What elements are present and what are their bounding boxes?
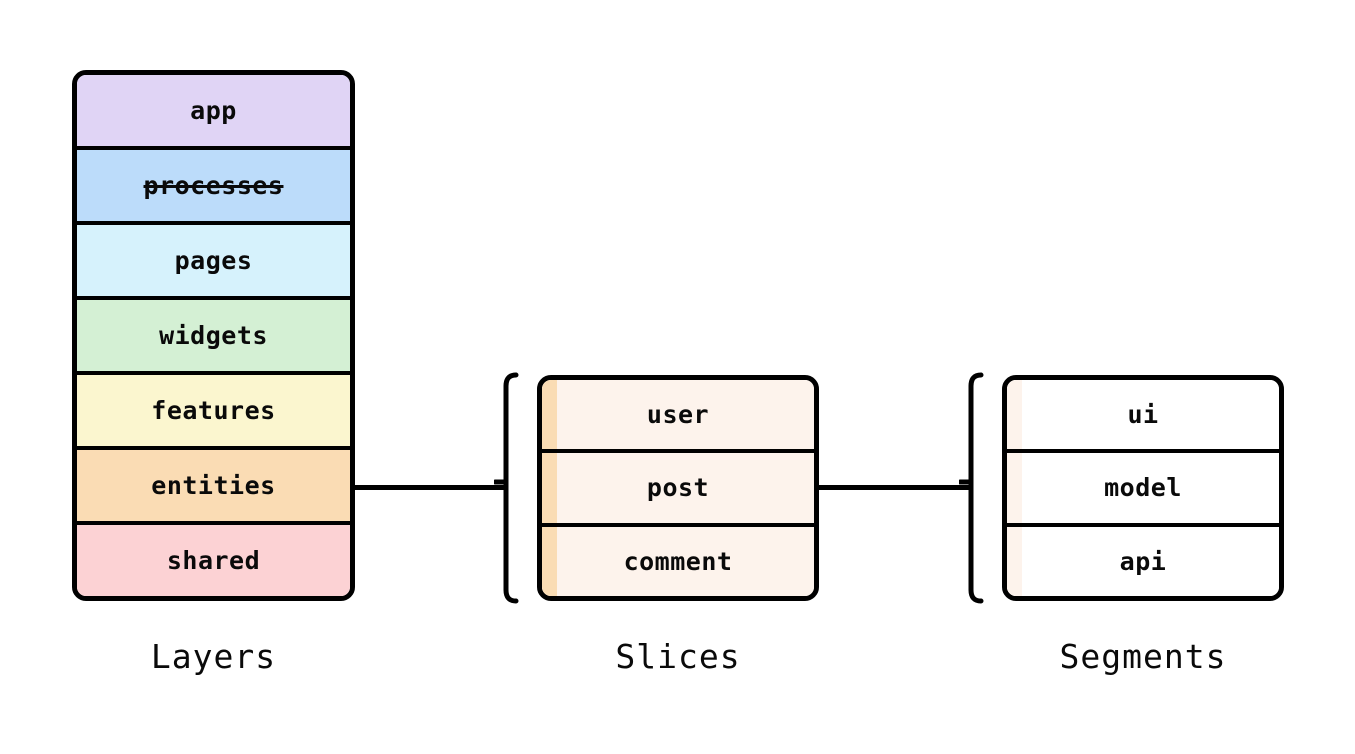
layer-row-entities[interactable]: entities: [77, 450, 350, 525]
slice-accent-stripe: [542, 526, 557, 596]
slice-row-user[interactable]: user: [542, 380, 814, 454]
layer-label-app: app: [190, 96, 237, 125]
layer-row-widgets[interactable]: widgets: [77, 300, 350, 375]
segment-label-ui: ui: [1127, 400, 1159, 430]
slices-stack: user post comment: [537, 375, 819, 601]
segment-label-model: model: [1104, 473, 1182, 503]
slice-row-comment[interactable]: comment: [542, 526, 814, 596]
slice-label-post: post: [646, 473, 710, 503]
layer-label-entities: entities: [151, 471, 276, 500]
layer-label-widgets: widgets: [159, 321, 268, 350]
layers-stack: app processes pages widgets features ent…: [72, 70, 355, 601]
caption-segments: Segments: [1059, 637, 1227, 676]
caption-layers: Layers: [150, 637, 277, 676]
segment-accent-stripe: [1007, 453, 1022, 523]
slice-label-comment: comment: [623, 546, 733, 576]
segment-label-api: api: [1119, 546, 1167, 576]
layer-row-shared[interactable]: shared: [77, 525, 350, 596]
segment-accent-stripe: [1007, 380, 1022, 450]
segment-row-model[interactable]: model: [1007, 453, 1279, 527]
layer-label-shared: shared: [166, 546, 261, 575]
layer-row-processes[interactable]: processes: [77, 150, 350, 225]
caption-slices: Slices: [615, 637, 741, 676]
connector-slices-to-segments: [817, 485, 969, 490]
layer-row-features[interactable]: features: [77, 375, 350, 450]
layer-row-app[interactable]: app: [77, 75, 350, 150]
bracket-segments-icon: [959, 372, 984, 604]
slice-row-post[interactable]: post: [542, 453, 814, 527]
segment-row-api[interactable]: api: [1007, 526, 1279, 596]
segment-accent-stripe: [1007, 526, 1022, 596]
layer-label-features: features: [151, 396, 276, 425]
slice-accent-stripe: [542, 453, 557, 523]
slice-label-user: user: [646, 400, 710, 430]
layer-row-pages[interactable]: pages: [77, 225, 350, 300]
segments-stack: ui model api: [1002, 375, 1284, 601]
slice-accent-stripe: [542, 380, 557, 450]
connector-layers-to-slices: [352, 485, 504, 490]
layer-label-processes: processes: [143, 171, 284, 200]
bracket-slices-icon: [494, 372, 519, 604]
layer-label-pages: pages: [174, 246, 253, 275]
segment-row-ui[interactable]: ui: [1007, 380, 1279, 454]
